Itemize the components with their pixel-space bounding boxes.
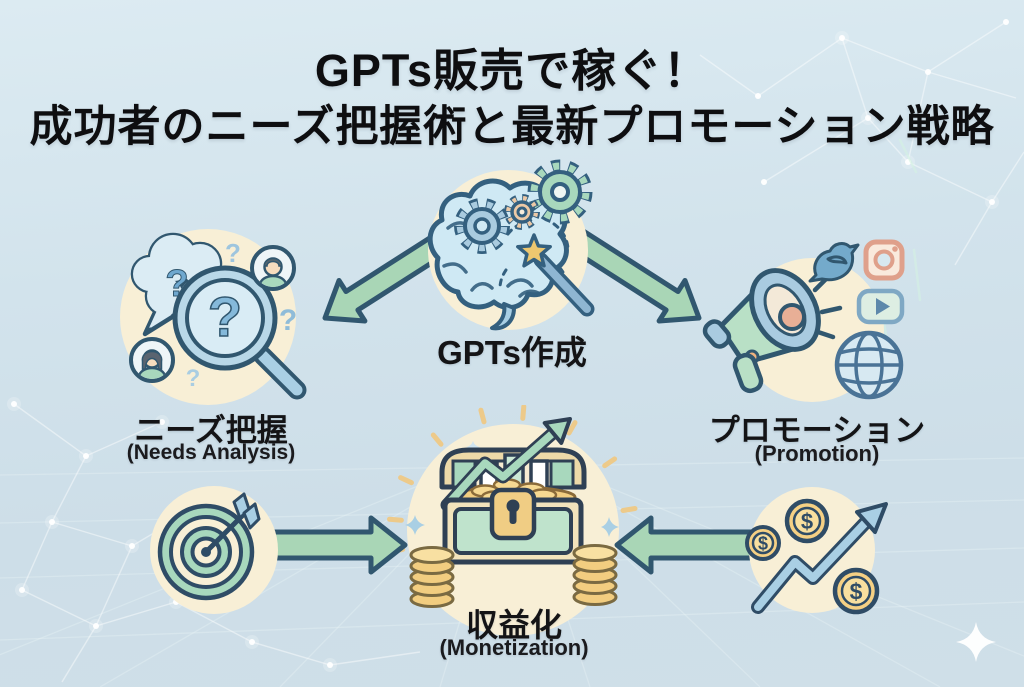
globe-icon bbox=[834, 330, 904, 400]
gear-icon-blue bbox=[454, 198, 510, 254]
magnifying-glass-icon: ? bbox=[172, 265, 307, 400]
sublabel-monetization: (Monetization) bbox=[439, 635, 589, 660]
youtube-icon bbox=[856, 288, 905, 325]
magic-wand-icon bbox=[533, 252, 595, 317]
blue-sparkle-icons bbox=[405, 441, 619, 537]
dart-icon bbox=[203, 492, 261, 555]
avatar-male-icon bbox=[250, 245, 296, 291]
dollar-coin-icon: $ bbox=[745, 525, 781, 561]
gear-icon-green bbox=[527, 159, 593, 225]
coin-stack-left bbox=[409, 546, 455, 608]
coin-stack-right bbox=[572, 544, 618, 606]
zigzag-arrow-icon bbox=[751, 502, 888, 614]
label-monetization: 収益化 bbox=[465, 607, 562, 643]
gear-icon-salmon bbox=[504, 194, 540, 230]
growth-arrow-icon bbox=[440, 417, 572, 512]
page-title-line2: 成功者のニーズ把握術と最新プロモーション戦略 bbox=[29, 103, 995, 151]
brain-gears-icon bbox=[427, 159, 595, 331]
svg-text:$: $ bbox=[758, 534, 768, 554]
label-promotion: プロモーション bbox=[708, 413, 926, 448]
question-mark-small: ? bbox=[186, 365, 201, 392]
lock-icon bbox=[489, 487, 537, 541]
instagram-icon bbox=[863, 239, 905, 281]
sublabel-needs: (Needs Analysis) bbox=[126, 441, 296, 464]
question-mark-small: ? bbox=[225, 238, 241, 268]
svg-text:$: $ bbox=[850, 579, 863, 605]
question-mark-small: ? bbox=[279, 304, 297, 337]
growth-chart-icon: $ $ $ bbox=[745, 487, 888, 615]
twitter-icon bbox=[808, 242, 860, 283]
avatar-female-icon bbox=[129, 337, 175, 383]
label-needs: ニーズ把握 bbox=[134, 413, 288, 448]
svg-text:$: $ bbox=[801, 509, 813, 534]
star-icon bbox=[516, 233, 552, 268]
megaphone-social-icon bbox=[702, 239, 905, 402]
sparkle-icon bbox=[956, 622, 996, 662]
megaphone-icon bbox=[702, 268, 843, 394]
magnifier-icon: ? ? ? ? ? bbox=[120, 229, 307, 405]
target-icon bbox=[150, 486, 278, 614]
dollar-coin-icon: $ bbox=[784, 498, 830, 544]
dollar-coin-icon: $ bbox=[832, 567, 880, 615]
sublabel-promotion: (Promotion) bbox=[754, 441, 880, 466]
glass-question-mark: ? bbox=[208, 285, 242, 348]
treasure-chest-icon bbox=[387, 405, 638, 636]
label-creation: GPTs作成 bbox=[437, 334, 587, 371]
page-title-line1: GPTs販売で稼ぐ！ bbox=[314, 45, 710, 96]
